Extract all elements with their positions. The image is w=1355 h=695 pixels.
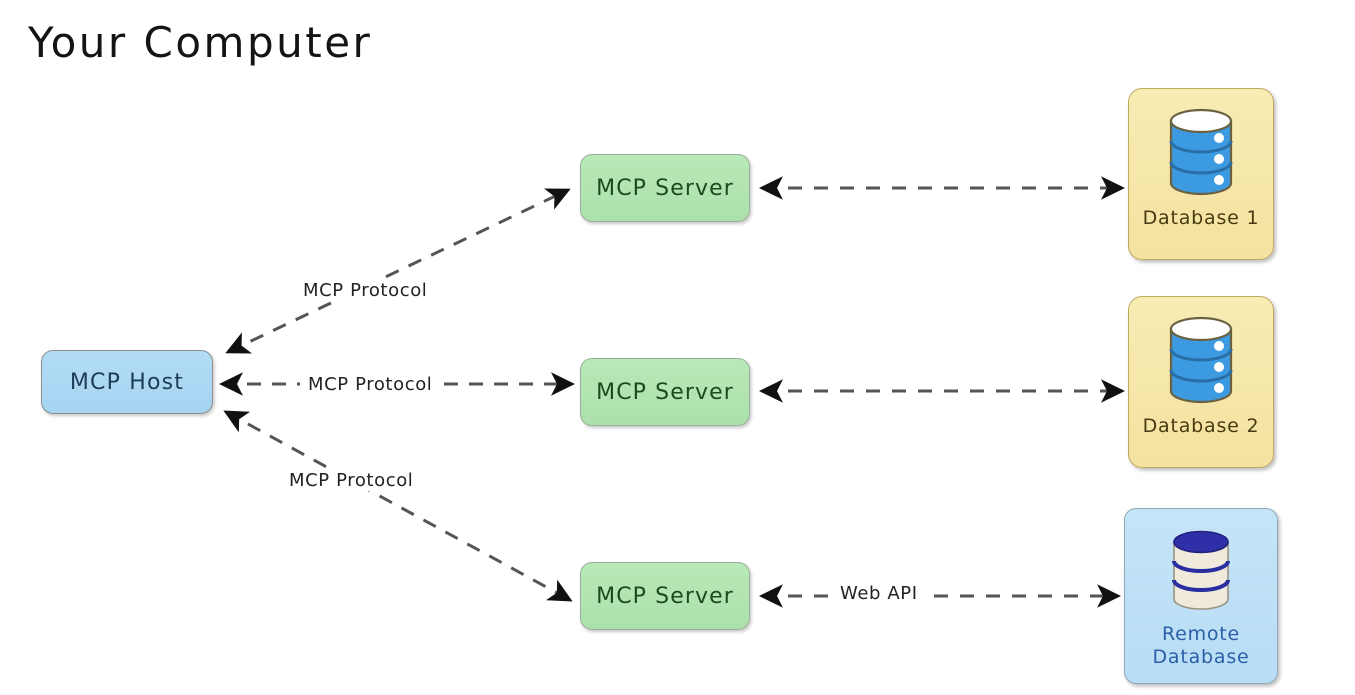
node-mcp-host[interactable]: MCP Host: [41, 350, 213, 414]
node-mcp-host-label: MCP Host: [69, 369, 185, 395]
remote-database-cylinder-icon: [1172, 530, 1230, 610]
node-remote-database-caption-line1: Remote: [1161, 623, 1241, 645]
node-database-1[interactable]: Database 1: [1128, 88, 1274, 260]
edge-label-host-to-server-3: MCP Protocol: [285, 470, 418, 491]
node-mcp-server-3[interactable]: MCP Server: [580, 562, 750, 630]
node-database-1-caption: Database 1: [1142, 207, 1260, 229]
node-mcp-server-1-label: MCP Server: [596, 175, 734, 201]
node-mcp-server-2-label: MCP Server: [596, 379, 734, 405]
node-database-2[interactable]: Database 2: [1128, 296, 1274, 468]
edge-host-to-server-3: [223, 410, 573, 602]
node-mcp-server-3-label: MCP Server: [596, 583, 734, 609]
database-cylinder-icon: [1169, 108, 1233, 196]
edge-host-to-server-1: [225, 188, 571, 354]
page-title: Your Computer: [28, 18, 373, 67]
node-remote-database-caption-line2: Database: [1152, 645, 1250, 668]
node-database-2-caption: Database 2: [1142, 415, 1260, 437]
database-cylinder-icon: [1169, 316, 1233, 404]
node-mcp-server-2[interactable]: MCP Server: [580, 358, 750, 426]
node-mcp-server-1[interactable]: MCP Server: [580, 154, 750, 222]
edge-label-host-to-server-1: MCP Protocol: [299, 280, 432, 301]
edge-label-host-to-server-2: MCP Protocol: [304, 374, 437, 395]
edge-label-server-3-to-remote: Web API: [836, 583, 922, 604]
node-remote-database[interactable]: Remote Database: [1124, 508, 1278, 684]
